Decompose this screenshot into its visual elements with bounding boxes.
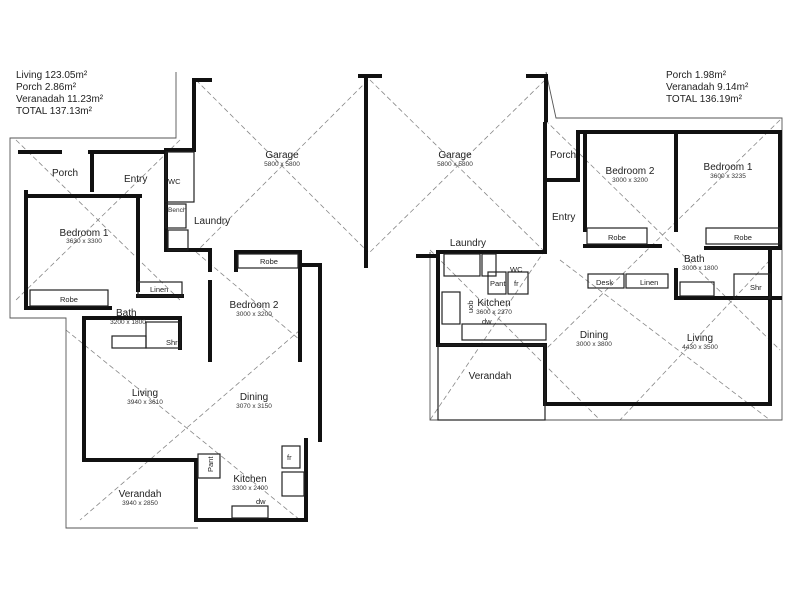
left-bath-dims: 3200 x 1800: [110, 319, 146, 326]
left-living-area: Living 123.05m²: [16, 70, 88, 81]
right-shr-label: Shr: [750, 283, 762, 292]
right-verandah-area: Veranadah 9.14m²: [666, 82, 749, 93]
left-living-dims: 3940 x 3610: [127, 399, 163, 406]
left-porch-label: Porch: [52, 168, 78, 179]
left-bedroom2-label: Bedroom 2: [230, 300, 279, 311]
right-robe1-label: Robe: [734, 233, 752, 242]
left-robe2-label: Robe: [260, 257, 278, 266]
right-entry-label: Entry: [552, 212, 575, 223]
left-bath-label: Bath: [116, 308, 137, 319]
right-pant-label: Pant: [490, 279, 506, 288]
left-robe1-label: Robe: [60, 295, 78, 304]
right-garage-label: Garage: [438, 150, 472, 161]
left-dw-label: dw: [256, 497, 266, 506]
left-entry-label: Entry: [124, 174, 147, 185]
right-kitchen-label: Kitchen: [477, 298, 510, 309]
right-bedroom2-dims: 3000 x 3200: [612, 177, 648, 184]
right-robe2-label: Robe: [608, 233, 626, 242]
right-wc-label: WC: [510, 265, 523, 274]
left-pant-label: Pant: [206, 456, 215, 472]
left-kitchen-label: Kitchen: [233, 474, 266, 485]
right-porch-area: Porch 1.98m²: [666, 70, 727, 81]
roof-hip-lines: [15, 79, 781, 521]
left-bench-label: Bench: [168, 207, 187, 214]
right-bath-label: Bath: [684, 254, 705, 265]
left-shr-label: Shr: [166, 338, 178, 347]
left-garage-dims: 5800 x 5800: [264, 161, 300, 168]
right-verandah-label: Verandah: [469, 371, 512, 382]
right-living-dims: 4430 x 3500: [682, 344, 718, 351]
left-total-area: TOTAL 137.13m²: [16, 106, 92, 117]
right-living-label: Living: [687, 333, 713, 344]
right-unit-labels: Garage 5800 x 5800 Porch Entry Bedroom 2…: [437, 150, 762, 382]
right-linen-label: Linen: [640, 278, 658, 287]
interior-lines: [29, 151, 781, 519]
right-bedroom1-dims: 3600 x 3235: [710, 173, 746, 180]
left-bedroom1-dims: 3630 x 3300: [66, 238, 102, 245]
right-bath-dims: 3000 x 1800: [682, 265, 718, 272]
left-verandah-label: Verandah: [119, 489, 162, 500]
left-dining-label: Dining: [240, 392, 268, 403]
right-dining-dims: 3000 x 3800: [576, 341, 612, 348]
left-bedroom1-label: Bedroom 1: [60, 228, 109, 239]
left-laundry-label: Laundry: [194, 216, 230, 227]
external-walls: [18, 74, 782, 522]
right-total-area: TOTAL 136.19m²: [666, 94, 742, 105]
left-unit-area-schedule: Living 123.05m² Porch 2.86m² Veranadah 1…: [16, 70, 103, 118]
left-unit-labels: Garage 5800 x 5800 Porch Entry WC Bench …: [52, 150, 300, 507]
left-garage-label: Garage: [265, 150, 299, 161]
left-porch-area: Porch 2.86m²: [16, 82, 77, 93]
left-fr-label: fr: [287, 453, 292, 462]
right-unit-area-schedule: Porch 1.98m² Veranadah 9.14m² TOTAL 136.…: [666, 70, 748, 106]
right-fr-label: fr: [514, 279, 519, 288]
right-garage-dims: 5800 x 5800: [437, 161, 473, 168]
left-kitchen-dims: 3300 x 2400: [232, 485, 268, 492]
right-dining-label: Dining: [580, 330, 608, 341]
left-bedroom2-dims: 3000 x 3200: [236, 311, 272, 318]
right-kitchen-dims: 3600 x 2370: [476, 309, 512, 316]
left-verandah-area: Veranadah 11.23m²: [16, 94, 104, 105]
right-dw-label: dw: [482, 317, 492, 326]
right-bedroom1-label: Bedroom 1: [704, 162, 753, 173]
right-laundry-label: Laundry: [450, 238, 486, 249]
left-wc-label: WC: [168, 177, 181, 186]
right-desk-label: Desk: [596, 278, 613, 287]
left-linen-label: Linen: [150, 285, 168, 294]
left-verandah-dims: 3940 x 2850: [122, 500, 158, 507]
right-bedroom2-label: Bedroom 2: [606, 166, 655, 177]
right-porch-label: Porch: [550, 150, 576, 161]
left-dining-dims: 3070 x 3150: [236, 403, 272, 410]
right-uob-label: uob: [466, 300, 475, 313]
left-living-label: Living: [132, 388, 158, 399]
